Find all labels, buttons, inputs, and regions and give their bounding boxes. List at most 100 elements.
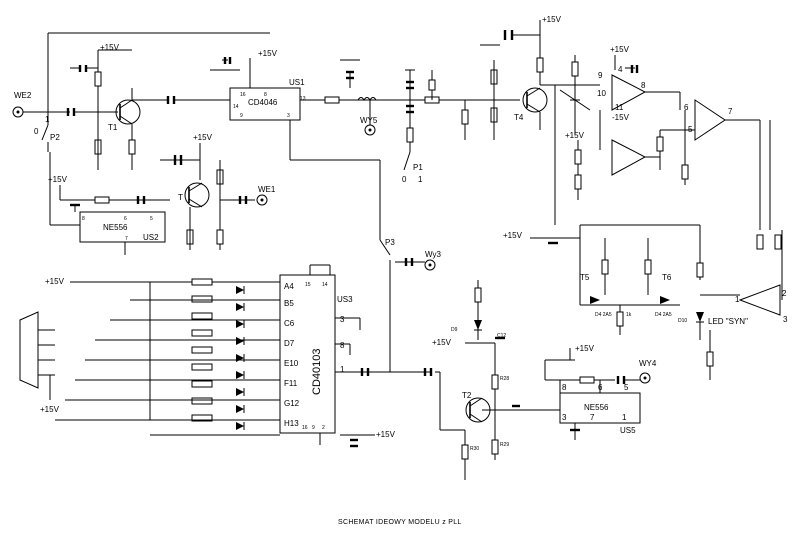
- t4-label: T4: [514, 113, 524, 122]
- us2-ne556: +15V NE556 US2 8 6 5 7: [48, 152, 170, 255]
- t2-label: T2: [462, 391, 472, 400]
- us3-box: [279, 274, 336, 434]
- bus-diodes: [236, 286, 245, 430]
- us3-supply: +15V: [376, 430, 396, 439]
- us2-supply: +15V: [48, 175, 68, 184]
- us5-pin-7: 7: [590, 413, 595, 422]
- us3-pin-2: 2: [322, 425, 325, 431]
- r30-label: R30: [470, 446, 479, 452]
- opamp-pin-3: 3: [783, 315, 788, 324]
- tosc-label: T: [178, 193, 183, 202]
- db-connector: +15V: [19, 311, 60, 414]
- us2-pin-5: 5: [150, 216, 153, 222]
- bus-h13: H13: [284, 419, 299, 428]
- t5-t6-block: +15V T5 T6 D4 2A5 D4 2A5 1k D10 LED "SYN…: [503, 85, 748, 380]
- us5-name: NE556: [584, 403, 609, 412]
- p3-label: P3: [385, 238, 395, 247]
- us1-pin-14: 14: [233, 104, 239, 110]
- us5-pin-3: 3: [562, 413, 567, 422]
- bus-resistors: [191, 278, 213, 422]
- input-stage-t1: WE2 0 1 P2 T1 +15V: [12, 32, 270, 170]
- opamp-neg-supply: -15V: [612, 113, 630, 122]
- t6-label: T6: [662, 273, 672, 282]
- c12-label: C12: [497, 333, 506, 339]
- opamp-pin-9: 9: [598, 71, 603, 80]
- us5-pin-6: 6: [598, 383, 603, 392]
- us5-pin-1: 1: [622, 413, 627, 422]
- us3-pin-3: 3: [340, 315, 345, 324]
- us1-pin-3: 3: [287, 113, 290, 119]
- opamp-section: +15V 9 10 8 4 11 -15V +15V 6 5 7: [565, 45, 788, 324]
- opamp-pin-1: 1: [735, 295, 740, 304]
- us1-name: CD4046: [248, 98, 278, 107]
- t-oscillator: +15V T WE1: [160, 133, 276, 250]
- us1-ref: US1: [289, 78, 305, 87]
- us2-pin-6: 6: [124, 216, 127, 222]
- d5-label: D4 2A5: [595, 312, 612, 318]
- us2-name: NE556: [103, 223, 128, 232]
- us5-pin-8: 8: [562, 383, 567, 392]
- us2-box: [79, 211, 166, 243]
- we1-label: WE1: [258, 185, 276, 194]
- t2-stage: D9 +15V C12 R28 R29 T2 R30: [432, 280, 560, 480]
- d9-label: D9: [451, 327, 458, 333]
- p1-pos1: 1: [418, 175, 423, 184]
- loop-filter: WY5 P1 0 1: [340, 59, 470, 184]
- we2-label: WE2: [14, 91, 32, 100]
- us5-ref: US5: [620, 426, 636, 435]
- us3-ref: US3: [337, 295, 353, 304]
- bus-a4: A4: [284, 282, 294, 291]
- opamp-pin-7: 7: [728, 107, 733, 116]
- us2-pin-8: 8: [82, 216, 85, 222]
- us1-pin-8: 8: [264, 92, 267, 98]
- us3-name: CD40103: [311, 349, 323, 395]
- t2-supply: +15V: [432, 338, 452, 347]
- p2-label: P2: [50, 133, 60, 142]
- bus-d7: D7: [284, 339, 295, 348]
- t56-supply: +15V: [503, 231, 523, 240]
- us3-pin-1: 1: [340, 365, 345, 374]
- us1-pin-9: 9: [240, 113, 243, 119]
- p2-pos0: 0: [34, 127, 39, 136]
- us2-pin-7: 7: [125, 236, 128, 242]
- bus-g12: G12: [284, 399, 300, 408]
- opamp-pin-2: 2: [782, 289, 787, 298]
- wy5-label: WY5: [360, 116, 378, 125]
- us3-pin-8: 8: [340, 341, 345, 350]
- t1-label: T1: [108, 123, 118, 132]
- t5-label: T5: [580, 273, 590, 282]
- r-1k: 1k: [626, 312, 632, 318]
- opamp-pin-8: 8: [641, 81, 646, 90]
- db-supply: +15V: [40, 405, 60, 414]
- us3-pin-15: 15: [305, 282, 311, 288]
- led-ref: D10: [678, 318, 687, 324]
- us1-box: [229, 87, 301, 121]
- bus-f11: F11: [284, 379, 298, 388]
- bus-e10: E10: [284, 359, 299, 368]
- wy3-label: Wy3: [425, 250, 441, 259]
- p3-switch: P3 Wy3: [379, 238, 441, 372]
- opamp-pin-11: 11: [615, 103, 624, 112]
- us5-box: [559, 392, 641, 424]
- wy4-label: WY4: [639, 359, 657, 368]
- opamp-pin-10: 10: [597, 89, 606, 98]
- bus-b5: B5: [284, 299, 294, 308]
- us5-ne556: +15V WY4 NE556 US5 8 6 5 3 7 1: [544, 344, 657, 440]
- us2-ref: US2: [143, 233, 159, 242]
- us5-pin-5: 5: [624, 383, 629, 392]
- schematic-caption: SCHEMAT IDEOWY MODELU z PLL: [338, 519, 462, 526]
- r28-label: R28: [500, 376, 509, 382]
- p2-pos1: 1: [45, 115, 50, 124]
- p1-label: P1: [413, 163, 423, 172]
- t1-supply: +15V: [100, 43, 120, 52]
- t4-supply: +15V: [542, 15, 562, 24]
- us1-pin-16: 16: [240, 92, 246, 98]
- us1-cd4046: +15V CD4046 US1 16 8 14 9 13 3: [210, 49, 381, 240]
- opamp2-supply: +15V: [565, 131, 585, 140]
- us3-pin-9: 9: [312, 425, 315, 431]
- p1-pos0: 0: [402, 175, 407, 184]
- us1-pin-13: 13: [300, 96, 306, 102]
- bus-c6: C6: [284, 319, 295, 328]
- led-label: LED "SYN": [708, 317, 748, 326]
